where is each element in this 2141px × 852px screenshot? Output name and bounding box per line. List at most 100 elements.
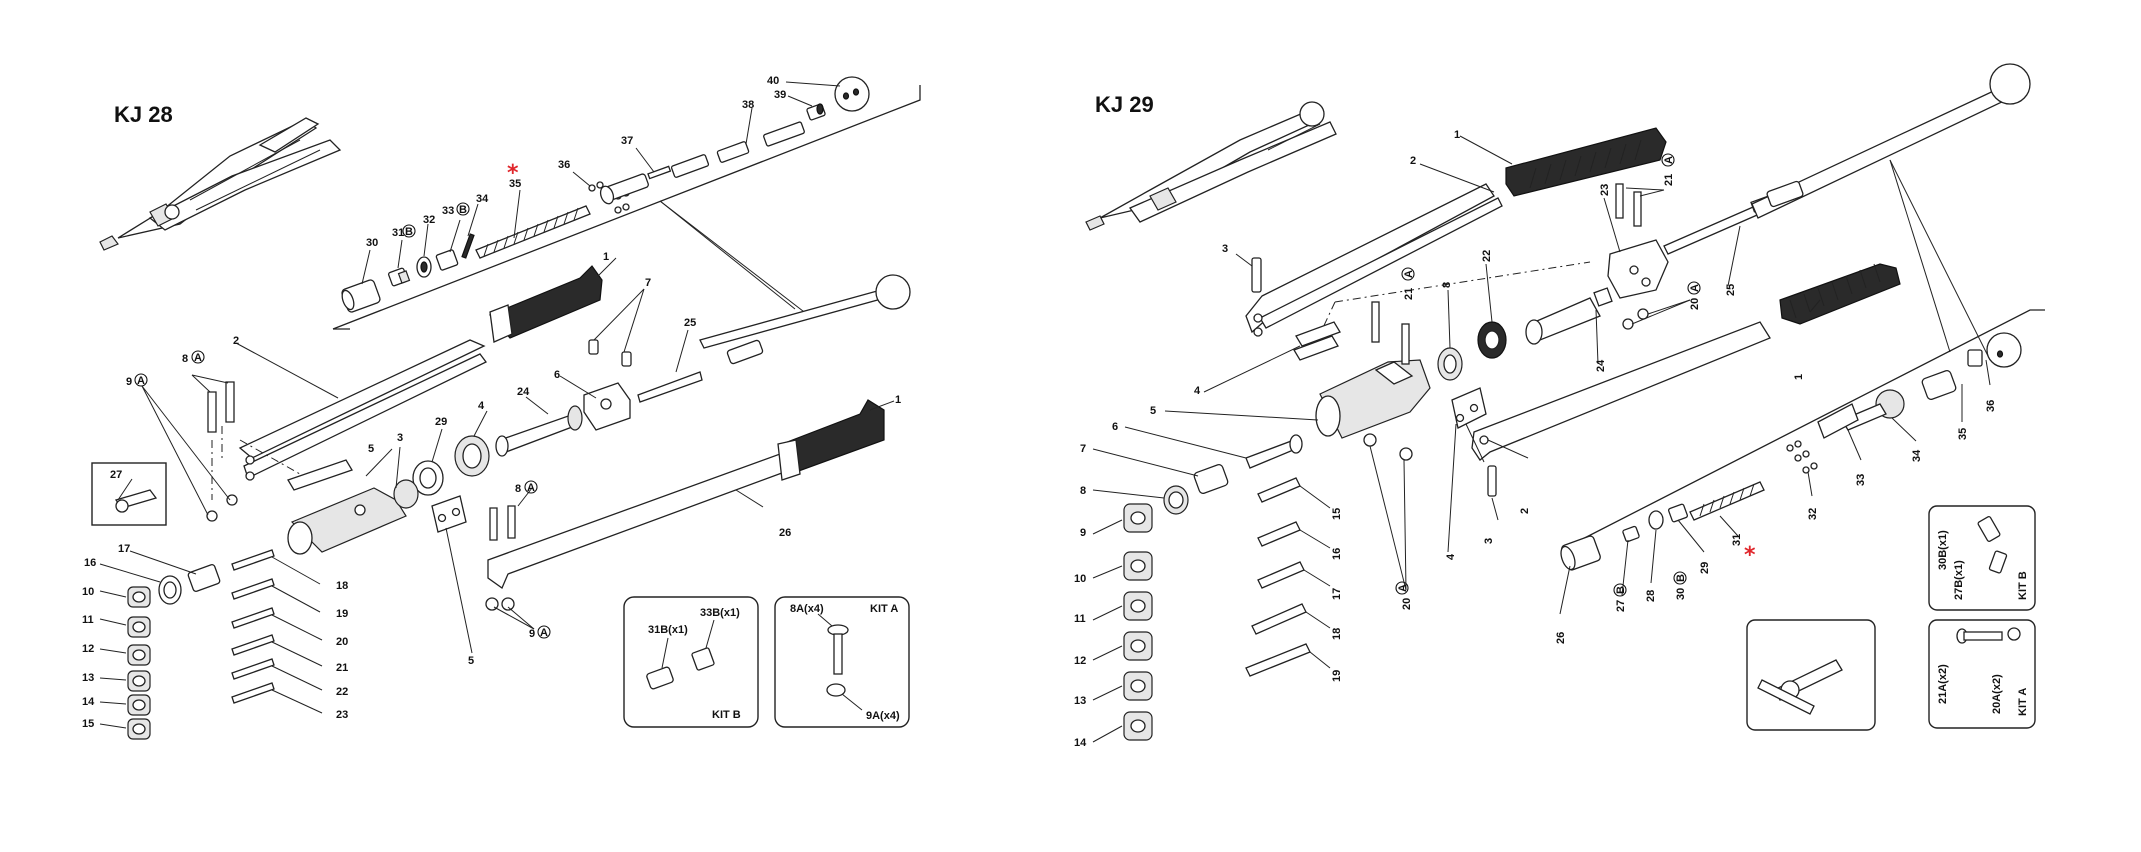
kj29-label-4: 4 [1194, 385, 1201, 397]
kj28-label-20: 20 [336, 636, 348, 648]
kj28-leader-lines [99, 81, 895, 729]
kj28-kit-b-title: KIT B [712, 709, 741, 721]
kj29-part-32-balls [1786, 440, 1818, 474]
kj28-circled-b: B [405, 226, 413, 238]
kj29-part-24-sleeve [1525, 287, 1613, 345]
kj28-part-2-lever [238, 339, 487, 481]
kj29-label-7: 7 [1080, 443, 1086, 455]
kj29-kit-a-item-21a: 21A(x2) [1937, 664, 1949, 704]
kj29-label-28: 28 [1645, 590, 1657, 602]
kj28-label-5: 5 [368, 443, 374, 455]
kj28-label-25: 25 [684, 317, 696, 329]
kj28-part-27-box [91, 462, 167, 526]
kj28-part-38 [670, 121, 805, 178]
kj29-circled-a: A [1689, 284, 1701, 292]
kj29-assembled-tool-image [1085, 101, 1337, 231]
kj28-label-3: 3 [397, 432, 403, 444]
kj28-mandrels-18-23 [231, 549, 275, 704]
kj28-kit-a-title: KIT A [870, 603, 898, 615]
kj29-label-23: 23 [1599, 184, 1611, 196]
kj29-label-30: 30 [1675, 588, 1687, 600]
kj28-label-6: 6 [554, 369, 560, 381]
kj29-part-31-spring [1689, 481, 1765, 521]
kj28-label-18: 18 [336, 580, 348, 592]
kj28-star-marker: * [507, 161, 519, 186]
kj29-part-1-grip-upper [1505, 127, 1667, 197]
kj29-label-24: 24 [1595, 359, 1607, 372]
kj28-label-33: 33 [442, 205, 454, 217]
kj29-part-1-grip-lower [1779, 263, 1901, 325]
kj28-label-9b: 9 [529, 628, 535, 640]
kj29-nosepieces-9-14 [1123, 503, 1153, 741]
kj28-part-39 [806, 103, 826, 121]
kj28-frame-lines [332, 85, 921, 330]
kj29-label-12: 12 [1074, 655, 1086, 667]
kj29-label-26: 26 [1555, 632, 1567, 644]
kj28-label-4: 4 [478, 400, 485, 412]
kj28-label-36: 36 [558, 159, 570, 171]
kj28-part-6 [583, 382, 631, 431]
kj29-label-22: 22 [1481, 250, 1493, 262]
kj28-kit-a-box: KIT A 8A(x4) 9A(x4) [774, 596, 910, 728]
kj28-part-32 [416, 256, 432, 278]
kj29-part-35-34-33 [1817, 349, 1983, 439]
kj28-circled-b: B [459, 204, 467, 216]
kj29-label-11: 11 [1074, 613, 1086, 625]
kj29-part-20-nuts [1363, 308, 1649, 461]
kj29-title: KJ 29 [1095, 92, 1154, 117]
kj28-part-37 [599, 165, 672, 205]
kj29-kit-a-item-20a: 20A(x2) [1991, 674, 2003, 714]
kj29-label-21a: 21 [1403, 288, 1415, 300]
kj29-label-25: 25 [1725, 284, 1737, 296]
kj28-label-39: 39 [774, 89, 786, 101]
kj29-label-8b: 8 [1441, 282, 1453, 288]
kj29-label-29: 29 [1699, 562, 1711, 574]
kj29-circled-a: A [1403, 270, 1415, 278]
kj29-part-2-lower-lever [1471, 321, 1771, 461]
kj29-label-1b: 1 [1793, 374, 1805, 380]
kj29-label-3b: 3 [1483, 538, 1495, 544]
kj28-label-29: 29 [435, 416, 447, 428]
kj29-label-18: 18 [1331, 628, 1343, 640]
kj29-part-4-links [1293, 321, 1487, 429]
kj28-label-19: 19 [336, 608, 348, 620]
kj29-part-labels: 1 1 2 2 3 3 4 4 5 6 7 8 8 9 10 11 12 13 … [1074, 129, 1997, 749]
kj28-part-35-spring [475, 205, 591, 259]
kj28-nosepieces-10-15 [127, 586, 151, 740]
kj29-circled-a: A [1663, 156, 1675, 164]
kj29-label-15: 15 [1331, 508, 1343, 520]
kj28-label-22: 22 [336, 686, 348, 698]
kj29-part-2-upper-lever [1245, 183, 1503, 337]
kj28-label-35: 35 [509, 178, 521, 190]
kj29-part-36-ball [1986, 332, 2022, 368]
kj28-part-3-head [287, 479, 419, 555]
kj29-kit-b-box: KIT B 30B(x1) 27B(x1) [1928, 505, 2036, 611]
kj28-part-4 [454, 435, 490, 477]
kj28-label-7: 7 [645, 277, 651, 289]
kj29-kit-b-title: KIT B [2017, 571, 2029, 600]
kj28-label-13: 13 [82, 672, 94, 684]
kj29-part-6-7-8 [1163, 434, 1303, 515]
kj28-label-2: 2 [233, 335, 239, 347]
kj29-label-8: 8 [1080, 485, 1086, 497]
kj28-label-1b: 1 [895, 394, 901, 406]
kj29-circled-a: A [1397, 584, 1409, 592]
kj28-part-16-17 [158, 564, 221, 605]
kj28-kit-a-item-8a: 8A(x4) [790, 603, 824, 615]
kj29-label-5: 5 [1150, 405, 1156, 417]
kj28-label-23: 23 [336, 709, 348, 721]
kj29-label-3: 3 [1222, 243, 1228, 255]
kj28-part-labels: 1 1 2 3 4 5 5 6 7 8 8 9 9 10 11 12 13 14… [82, 75, 901, 730]
kj29-label-35: 35 [1957, 428, 1969, 440]
kj29-label-2: 2 [1410, 155, 1416, 167]
kj29-part-21-bolts [1371, 183, 1642, 365]
kj29-label-4b: 4 [1445, 553, 1457, 560]
kj28-label-37: 37 [621, 135, 633, 147]
kj29-label-20b: 20 [1689, 298, 1701, 310]
kj29-label-14: 14 [1074, 737, 1087, 749]
kj28-label-8a: 8 [182, 353, 188, 365]
kj28-label-40: 40 [767, 75, 779, 87]
kj28-label-34: 34 [476, 193, 489, 205]
kj29-label-2b: 2 [1519, 508, 1531, 514]
kj28-assembled-tool-image [99, 117, 342, 251]
